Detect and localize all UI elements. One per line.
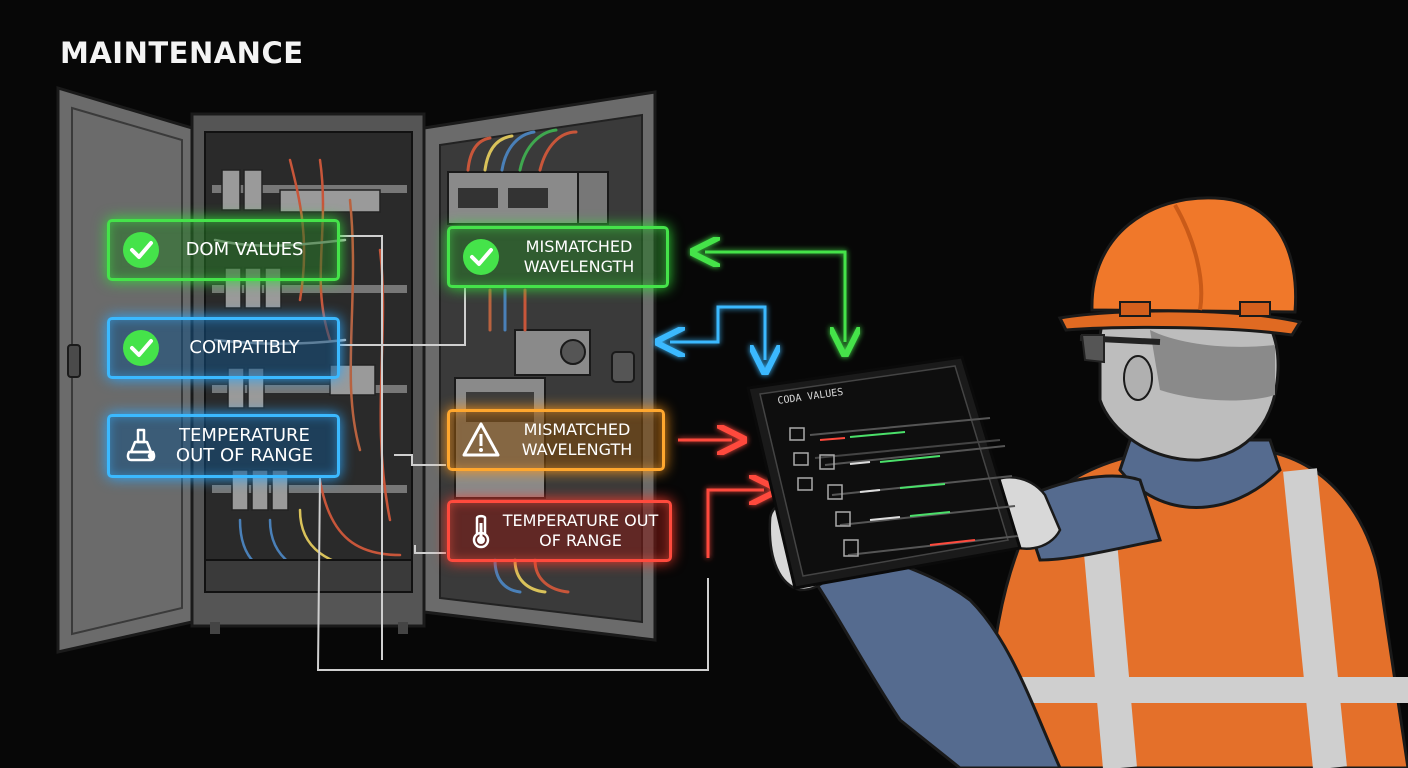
tablet-device: CODA VALUES [746, 355, 1022, 590]
green-arrow [705, 252, 845, 342]
tablet-sidebar-icons [789, 427, 859, 557]
page-title: MAINTENANCE [60, 36, 304, 70]
warning-triangle-icon [460, 419, 502, 461]
thermometer-icon [460, 510, 502, 552]
label-text: DOM VALUES [185, 239, 304, 260]
tablet-rows [809, 417, 1019, 556]
label-text: MISMATCHED WAVELENGTH [523, 237, 635, 276]
connector-lines [316, 235, 709, 671]
label-text: MISMATCHED WAVELENGTH [521, 420, 633, 459]
probe-icon [120, 425, 162, 467]
label-text: TEMPERATURE OUT OF RANGE [175, 425, 314, 466]
label-mismatched-wavelength-ok: MISMATCHED WAVELENGTH [447, 226, 669, 288]
red-arrow-bottom [706, 490, 764, 558]
technician [768, 196, 1408, 768]
check-circle-icon [460, 236, 502, 278]
label-text: TEMPERATURE OUT OF RANGE [502, 511, 659, 550]
label-compatibly: COMPATIBLY [107, 317, 340, 379]
label-temperature-alert: TEMPERATURE OUT OF RANGE [447, 500, 672, 562]
label-text: COMPATIBLY [189, 337, 300, 358]
door-handle-icon [67, 344, 81, 378]
blue-arrow [670, 305, 765, 360]
check-circle-icon [120, 327, 162, 369]
label-temperature-info: TEMPERATURE OUT OF RANGE [107, 414, 340, 478]
flow-arrows [670, 252, 845, 558]
label-mismatched-wavelength-warning: MISMATCHED WAVELENGTH [447, 409, 665, 471]
check-circle-icon [120, 229, 162, 271]
label-dom-values: DOM VALUES [107, 219, 340, 281]
